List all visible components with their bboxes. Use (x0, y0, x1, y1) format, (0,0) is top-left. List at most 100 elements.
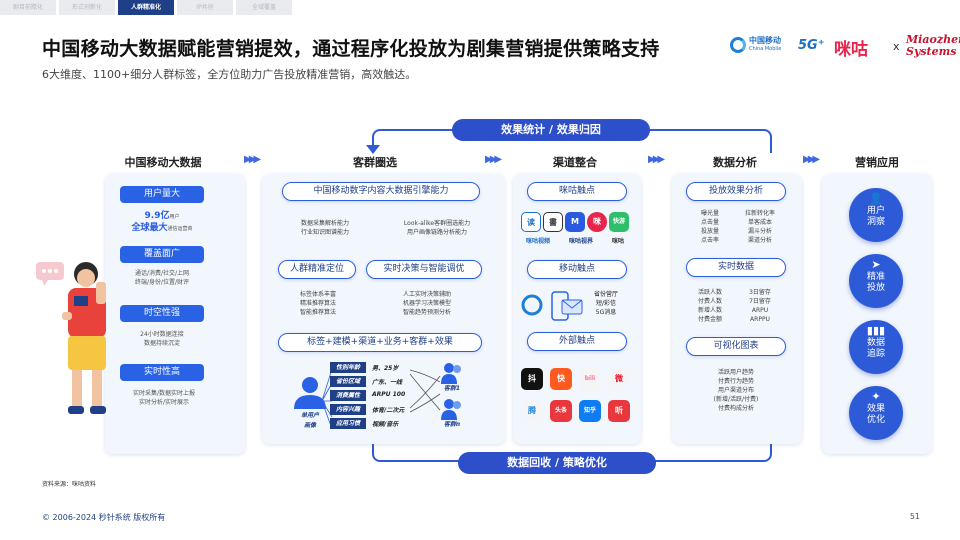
app-label: 精准 (866, 272, 885, 282)
tab-item[interactable]: 剧目前瞻化 (0, 0, 56, 15)
tab-item-active[interactable]: 人群精准化 (118, 0, 174, 15)
coverage-line: 通话/消费/社交/上网 (134, 270, 190, 277)
realtime-left: 付费金额 (697, 316, 722, 323)
tag-key: 性别年龄 (330, 362, 366, 373)
logo-separator: x (893, 40, 900, 53)
metric-right: 漏斗分析 (747, 228, 772, 235)
tab-item[interactable]: 形式创新化 (59, 0, 115, 15)
decision-line: 智能趋势预测分析 (402, 309, 451, 316)
brand-migu-video: 咪咕视频 (525, 238, 550, 245)
app-label: 投放 (866, 283, 885, 293)
realtime-right: ARPU (751, 307, 769, 314)
app-icon-tencent: 腾 (521, 400, 543, 422)
metric-left: 投放量 (700, 228, 719, 235)
miaozhen-logo: MiaozhenSystems (906, 34, 960, 58)
chart-item: 付费行为趋势 (717, 378, 754, 385)
migu-touchpoint-pill: 咪咕触点 (527, 182, 627, 201)
col-head-analysis: 数据分析 (713, 156, 757, 169)
data-tracking-button[interactable]: ▮▮▮ 数据 追踪 (849, 320, 903, 374)
spatiotemporal-line: 数据持续沉淀 (143, 340, 180, 347)
feature-user-volume: 用户量大 (120, 186, 204, 203)
chart-item: 付费构成分析 (717, 405, 754, 412)
china-mobile-en: China Mobile (749, 46, 782, 52)
realtime-decision-pill: 实时决策与智能调优 (366, 260, 482, 279)
app-icon-migu-music: M (565, 212, 585, 232)
tag-key: 省份区域 (330, 376, 366, 387)
realtime-data-pill: 实时数据 (686, 258, 786, 277)
col-head-targeting: 客群圈选 (353, 156, 397, 169)
app-label: 数据 (866, 338, 885, 348)
user-insight-button[interactable]: 👤 用户 洞察 (849, 188, 903, 242)
realtime-right: 7日留存 (749, 298, 771, 305)
mobile-line: 省份营厅 (593, 291, 618, 298)
tab-item[interactable]: 全域覆盖 (236, 0, 292, 15)
decision-line: 机器学习决策模型 (402, 300, 451, 307)
metric-right: 渠道分析 (747, 237, 772, 244)
chevron-right-icon: ▶▶▶ (485, 154, 502, 165)
app-icon-zhihu: 知乎 (579, 400, 601, 422)
coverage-line: 终端/身份/位置/财评 (134, 279, 190, 286)
copyright: © 2006-2024 秒针系统 版权所有 (42, 513, 166, 522)
stat-users: 9.9亿用户 (110, 211, 214, 223)
engine-right-line: Look-alike客群圈选能力 (403, 220, 471, 227)
stat-users-value: 9.9亿 (144, 211, 170, 221)
stat-operator: 全球最大通信运营商 (110, 223, 214, 235)
effect-optimize-button[interactable]: ✦ 效果 优化 (849, 386, 903, 440)
model-chain-pill: 标签+建模+渠道+业务+客群+效果 (278, 333, 482, 352)
group-1-icon (441, 363, 461, 384)
app-icon-toutiao: 头条 (550, 400, 572, 422)
top-loop-label: 效果统计 / 效果归因 (452, 119, 650, 141)
metric-left: 点击率 (700, 237, 719, 244)
engine-capability-pill: 中国移动数字内容大数据引擎能力 (282, 182, 480, 201)
app-icon-quick-game: 快游 (609, 212, 629, 232)
app-icon-books: 書 (543, 212, 563, 232)
china-mobile-icon (521, 294, 543, 316)
chart-item: (新增/活跃/付费) (713, 396, 759, 403)
group-1-label: 客群1 (443, 385, 461, 392)
external-touchpoint-pill: 外部触点 (527, 332, 627, 351)
tag-value: 广东、一线 (372, 379, 403, 386)
group-flow-arrows (409, 369, 441, 413)
engine-right-line: 用户画像链路分析能力 (406, 229, 467, 236)
engine-left-line: 数据采集解析能力 (300, 220, 349, 227)
feature-coverage: 覆盖面广 (120, 246, 204, 263)
decision-line: 人工实时决策辅助 (402, 291, 451, 298)
realtime-right: 3日留存 (749, 289, 771, 296)
tab-item[interactable]: IP共创 (177, 0, 233, 15)
realtime-left: 付费人数 (697, 298, 722, 305)
person-icon: 👤 (869, 192, 883, 205)
app-icon-kuaishou: 快 (550, 368, 572, 390)
engine-left-line: 行业知识图谱能力 (300, 229, 349, 236)
app-icon-migu: 咪 (587, 212, 607, 232)
chart-item: 活跃用户趋势 (717, 369, 754, 376)
visual-chart-pill: 可视化图表 (686, 337, 786, 356)
top-loop-arrow-icon (366, 145, 380, 154)
single-user-label: 单用户 (300, 412, 319, 419)
person-illustration (36, 262, 106, 414)
targeting-line: 智能推荐算法 (299, 309, 336, 316)
feature-spatiotemporal: 时空性强 (120, 305, 204, 322)
realtime-right: ARPPU (750, 316, 770, 323)
realtime-line: 实时采集/数据实时上报 (132, 390, 196, 397)
precise-delivery-button[interactable]: ➤ 精准 投放 (849, 254, 903, 308)
phone-message-icon (551, 291, 583, 321)
tag-value: ARPU 100 (372, 391, 406, 398)
metric-right: 拉新转化率 (744, 210, 775, 217)
spatiotemporal-line: 24小时数据连接 (140, 331, 184, 338)
bar-chart-icon: ▮▮▮ (866, 324, 886, 337)
mobile-line: 5G消息 (595, 309, 617, 316)
chart-item: 用户渠道分布 (717, 387, 754, 394)
metric-left: 曝光量 (700, 210, 719, 217)
group-n-icon (441, 399, 461, 420)
targeting-line: 精准推荐算法 (299, 300, 336, 307)
feature-realtime: 实时性高 (120, 364, 204, 381)
app-icon-ting: 听 (608, 400, 630, 422)
app-icon-bilibili: bili (579, 368, 601, 390)
app-icon-weibo: 微 (608, 368, 630, 390)
app-icon-reading: 读 (521, 212, 541, 232)
tag-connector-lines (322, 368, 333, 430)
realtime-left: 活跃人数 (697, 289, 722, 296)
app-label: 用户 (866, 206, 885, 216)
